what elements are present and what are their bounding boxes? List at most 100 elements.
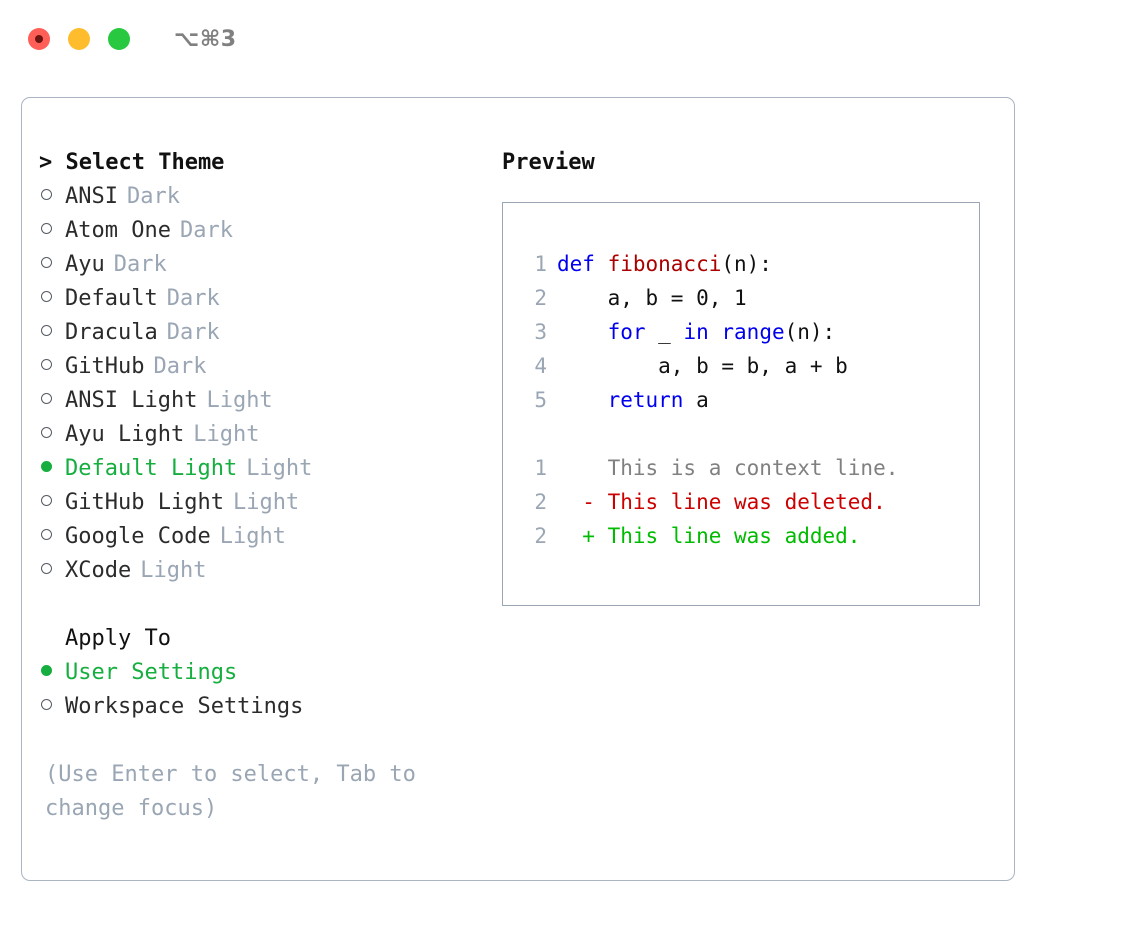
- window-controls: [28, 28, 130, 50]
- diff-text-ctx: This is a context line.: [557, 456, 899, 480]
- radio-circle: [41, 699, 52, 710]
- code-token-plain: [557, 320, 608, 344]
- line-number: 5: [534, 388, 547, 412]
- theme-category-tag: Dark: [126, 184, 180, 209]
- keyboard-shortcut-label: ⌥⌘3: [174, 26, 237, 52]
- apply-to-option[interactable]: Workspace Settings: [39, 690, 484, 724]
- theme-option[interactable]: Google Code Light: [39, 520, 484, 554]
- theme-option[interactable]: Atom One Dark: [39, 214, 484, 248]
- radio-circle: [41, 461, 52, 472]
- diff-line: 2 + This line was added.: [525, 519, 979, 553]
- theme-category-tag: Light: [232, 490, 300, 515]
- code-token-kw: in: [683, 320, 722, 344]
- code-token-plain: a: [683, 388, 709, 412]
- code-line: 2 a, b = 0, 1: [525, 281, 979, 315]
- theme-category-tag: Light: [140, 558, 207, 583]
- theme-category-tag: Dark: [113, 252, 167, 277]
- diff-sample: 1 This is a context line.2 - This line w…: [525, 451, 979, 553]
- radio-circle: [41, 495, 52, 506]
- theme-category-tag: Light: [219, 524, 286, 549]
- theme-option-label: GitHub: [65, 354, 145, 379]
- close-button[interactable]: [28, 28, 50, 50]
- preview-title: Preview: [502, 150, 595, 175]
- diff-text-add: + This line was added.: [557, 524, 861, 548]
- theme-category-tag: Dark: [166, 320, 220, 345]
- diff-line: 1 This is a context line.: [525, 451, 979, 485]
- title-bar: ⌥⌘3: [0, 0, 1140, 78]
- code-line: 3 for _ in range(n):: [525, 315, 979, 349]
- theme-category-tag: Dark: [166, 286, 220, 311]
- theme-option-label: Dracula: [65, 320, 158, 345]
- line-number: 2: [534, 524, 547, 548]
- code-diff-separator: [525, 417, 979, 451]
- radio-circle: [41, 359, 52, 370]
- radio-circle: [41, 529, 52, 540]
- code-token-kw: def: [557, 252, 608, 276]
- theme-option[interactable]: Dracula Dark: [39, 316, 484, 350]
- theme-option[interactable]: Default Dark: [39, 282, 484, 316]
- code-token-fn: fibonacci: [607, 252, 722, 276]
- code-line: 1 def fibonacci(n):: [525, 247, 979, 281]
- apply-to-option-label: User Settings: [65, 660, 238, 685]
- theme-option-label: ANSI: [65, 184, 118, 209]
- theme-category-tag: Dark: [153, 354, 207, 379]
- radio-circle: [41, 563, 52, 574]
- line-number: 1: [534, 252, 547, 276]
- line-number: 2: [534, 286, 547, 310]
- code-token-plain: [557, 388, 608, 412]
- theme-option-label: GitHub Light: [65, 490, 224, 515]
- diff-line: 2 - This line was deleted.: [525, 485, 979, 519]
- list-spacer: [39, 588, 484, 622]
- apply-to-option-label: Workspace Settings: [65, 694, 304, 719]
- theme-option-label: Atom One: [65, 218, 171, 243]
- apply-to-option[interactable]: User Settings: [39, 656, 484, 690]
- code-token-plain: _: [645, 320, 684, 344]
- code-token-kw: range: [721, 320, 785, 344]
- theme-option-label: Default: [65, 286, 158, 311]
- radio-circle: [41, 291, 52, 302]
- minimize-button[interactable]: [68, 28, 90, 50]
- theme-option-label: Google Code: [65, 524, 211, 549]
- theme-category-tag: Light: [193, 422, 260, 447]
- theme-option[interactable]: ANSI Light Light: [39, 384, 484, 418]
- maximize-button[interactable]: [108, 28, 130, 50]
- apply-to-header: Apply To: [65, 626, 171, 651]
- select-theme-header: > Select Theme: [39, 150, 225, 175]
- radio-circle: [41, 665, 52, 676]
- diff-text-del: - This line was deleted.: [557, 490, 886, 514]
- theme-option-label: ANSI Light: [65, 388, 198, 413]
- code-token-plain: (n):: [721, 252, 772, 276]
- radio-circle: [41, 223, 52, 234]
- radio-circle: [41, 189, 52, 200]
- theme-category-tag: Light: [246, 456, 313, 481]
- theme-option-label: XCode: [65, 558, 132, 583]
- keyboard-hint: (Use Enter to select, Tab to change focu…: [45, 762, 430, 821]
- code-line: 4 a, b = b, a + b: [525, 349, 979, 383]
- theme-option[interactable]: XCode Light: [39, 554, 484, 588]
- radio-circle: [41, 427, 52, 438]
- code-token-kw: return: [607, 388, 684, 412]
- code-line: 5 return a: [525, 383, 979, 417]
- theme-option[interactable]: Default Light Light: [39, 452, 484, 486]
- theme-option[interactable]: ANSI Dark: [39, 180, 484, 214]
- line-number: 1: [534, 456, 547, 480]
- code-token-kw: for: [607, 320, 646, 344]
- theme-option-label: Default Light: [65, 456, 238, 481]
- radio-circle: [41, 325, 52, 336]
- theme-option[interactable]: GitHub Dark: [39, 350, 484, 384]
- radio-circle: [41, 393, 52, 404]
- radio-circle: [41, 257, 52, 268]
- theme-category-tag: Light: [206, 388, 273, 413]
- theme-option[interactable]: GitHub Light Light: [39, 486, 484, 520]
- code-token-plain: a, b = b, a + b: [557, 354, 848, 378]
- theme-category-tag: Dark: [179, 218, 233, 243]
